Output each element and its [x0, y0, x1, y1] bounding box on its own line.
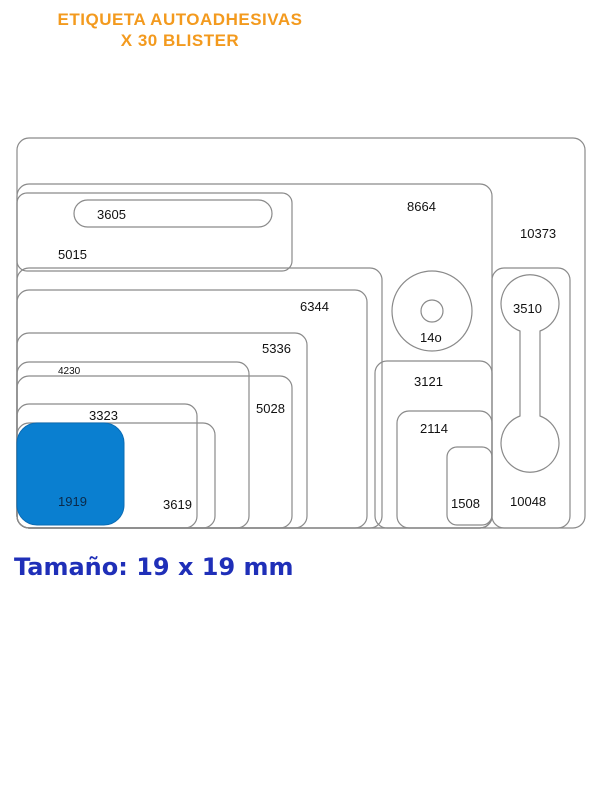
label-5015-text: 5015 [58, 247, 87, 262]
label-4230-text: 4230 [58, 366, 81, 377]
label-5336-text: 5336 [262, 341, 291, 356]
label-5028-text: 5028 [256, 401, 285, 416]
label-14o-outline[interactable] [391, 270, 473, 352]
label-3619-text: 3619 [163, 497, 192, 512]
label-3323-text: 3323 [89, 408, 118, 423]
label-14o-hole [420, 299, 444, 323]
label-14o-text: 14o [420, 330, 442, 345]
label-3510-text: 3510 [513, 301, 542, 316]
title-line-2: X 30 BLISTER [120, 31, 240, 50]
size-text: Tamaño: 19 x 19 mm [14, 553, 294, 581]
label-5015-outline[interactable] [16, 192, 293, 272]
label-1508-outline[interactable] [446, 446, 493, 526]
label-10048-outline[interactable] [491, 267, 571, 529]
label-8664-text: 8664 [407, 199, 436, 214]
title-line-1: ETIQUETA AUTOADHESIVAS [57, 10, 303, 29]
label-1919-text: 1919 [58, 494, 87, 509]
label-3510-outline[interactable] [500, 274, 560, 473]
label-1919-selected[interactable] [16, 422, 125, 526]
label-10048-text: 10048 [510, 494, 546, 509]
label-3121-text: 3121 [414, 374, 443, 389]
label-2114-text: 2114 [420, 421, 448, 436]
label-6344-text: 6344 [300, 299, 329, 314]
label-1508-text: 1508 [451, 496, 480, 511]
label-10373-text: 10373 [520, 226, 556, 241]
label-3605-outline[interactable] [73, 199, 273, 228]
label-3605-text: 3605 [97, 207, 126, 222]
